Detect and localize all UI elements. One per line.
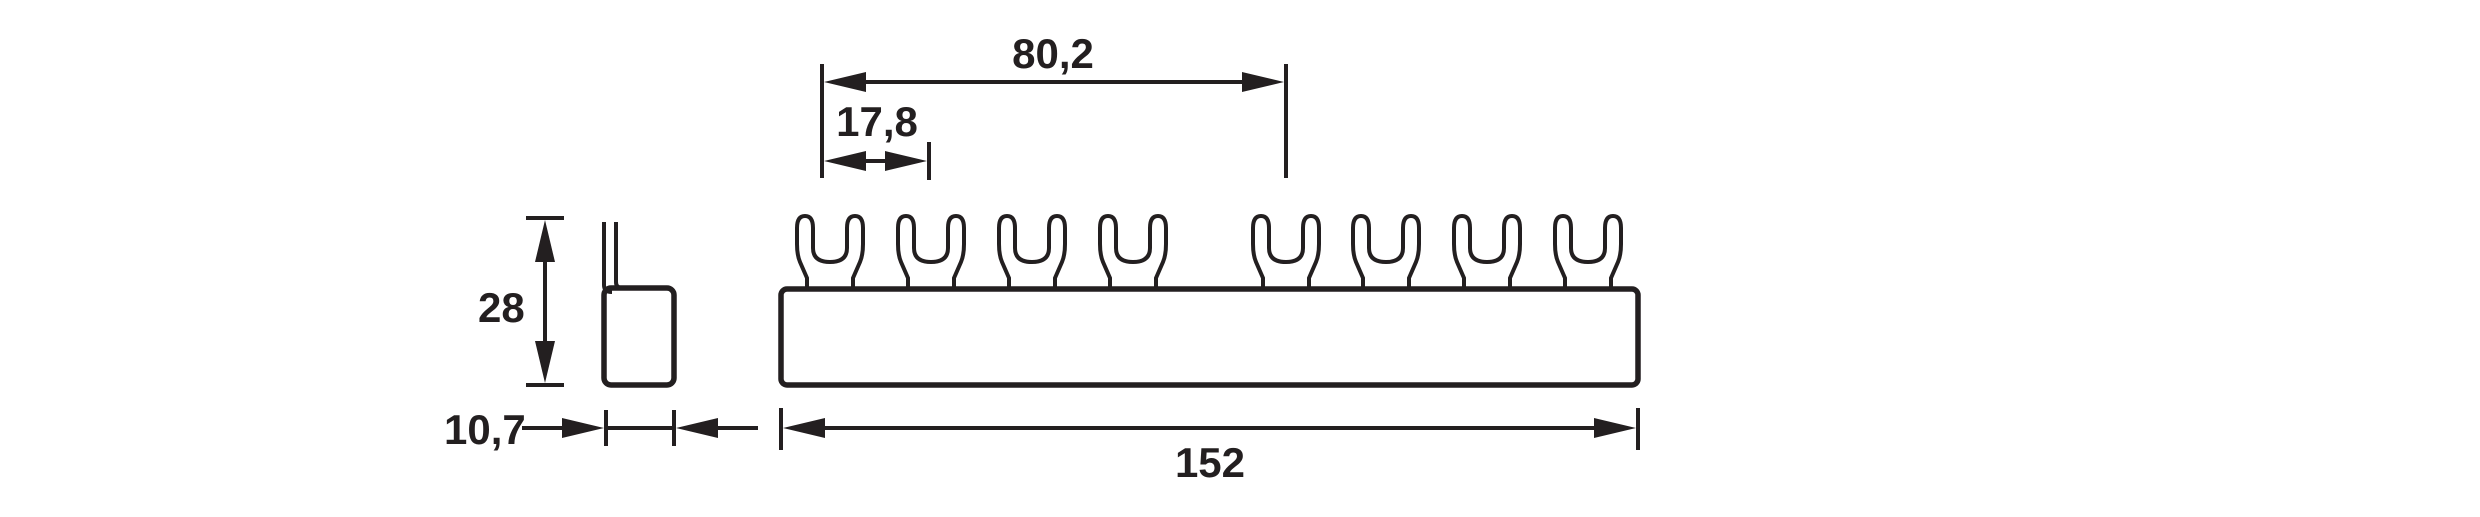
fork-terminal-1 — [795, 213, 865, 289]
pitch-dimension: 17,8 — [824, 98, 931, 180]
busbar-body — [778, 286, 1641, 388]
pitch-arrow-right — [885, 151, 927, 171]
fork-terminal-8 — [1553, 213, 1623, 289]
side-view-body — [601, 285, 677, 388]
height-label: 28 — [478, 284, 525, 331]
fork-terminal-4 — [1098, 213, 1168, 289]
length-arrow-left — [783, 418, 825, 438]
height-dimension: 28 — [478, 216, 564, 387]
depth-arrow-left — [562, 418, 604, 438]
length-arrow-right — [1594, 418, 1636, 438]
side-view — [601, 222, 677, 388]
span-arrow-right — [1242, 72, 1284, 92]
pitch-label: 17,8 — [836, 98, 918, 145]
depth-label: 10,7 — [444, 406, 526, 453]
fork-terminal-5 — [1251, 213, 1321, 289]
span-label: 80,2 — [1012, 30, 1094, 77]
pitch-arrow-left — [824, 151, 866, 171]
side-view-pin — [602, 222, 623, 294]
fork-terminals — [795, 213, 1623, 289]
height-arrow-bottom — [535, 341, 555, 383]
fork-terminal-2 — [896, 213, 966, 289]
length-label: 152 — [1175, 439, 1245, 486]
fork-terminal-3 — [997, 213, 1067, 289]
depth-arrow-right — [676, 418, 718, 438]
span-arrow-left — [824, 72, 866, 92]
fork-terminal-7 — [1452, 213, 1522, 289]
height-arrow-top — [535, 220, 555, 262]
fork-terminal-6 — [1351, 213, 1421, 289]
front-view — [778, 213, 1641, 388]
pitch-span-dimension: 80,2 — [820, 30, 1288, 178]
depth-dimension: 10,7 — [444, 406, 758, 453]
length-dimension: 152 — [779, 408, 1640, 486]
